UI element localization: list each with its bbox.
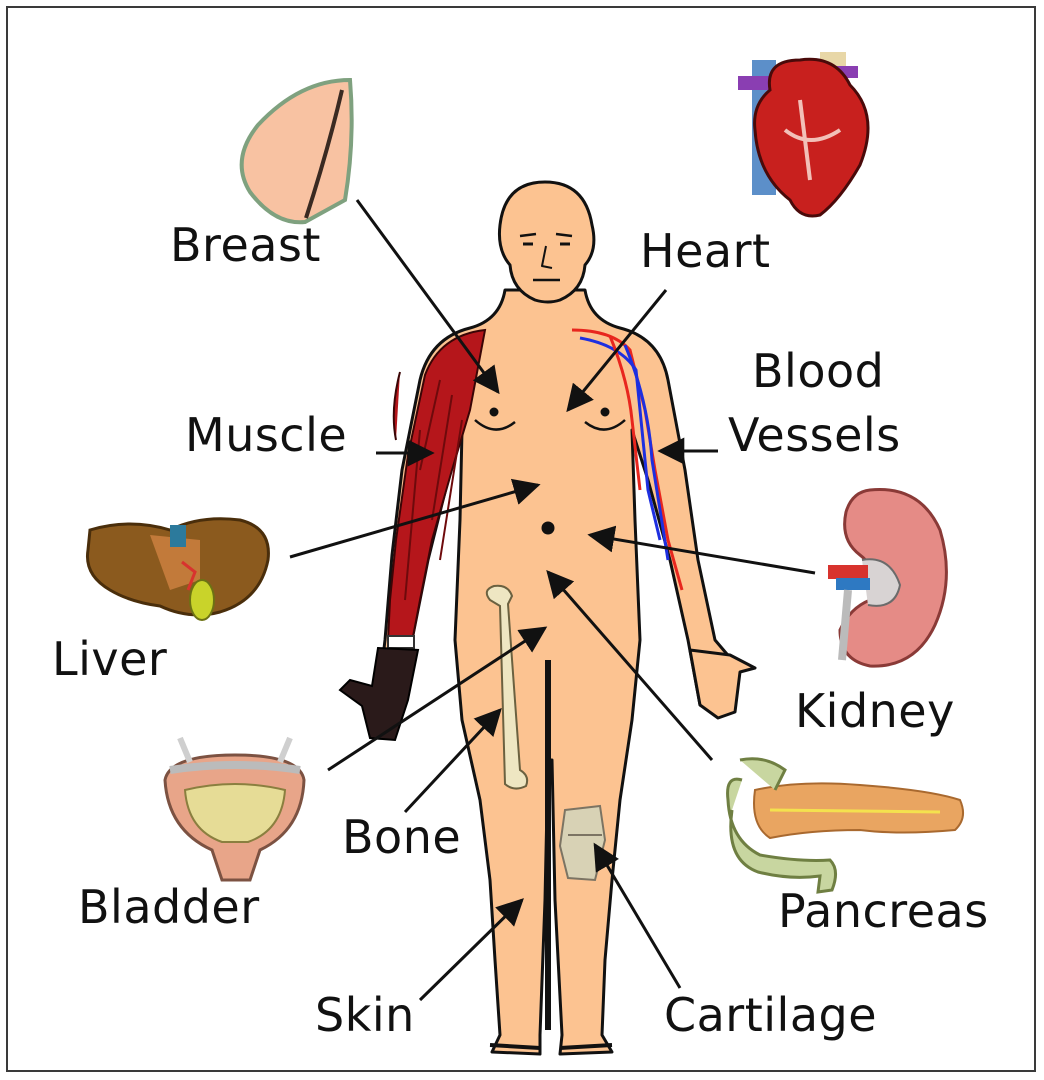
- hand-right: [690, 650, 755, 718]
- label-pancreas: Pancreas: [778, 888, 989, 934]
- label-liver: Liver: [52, 636, 167, 682]
- label-skin: Skin: [315, 992, 415, 1038]
- label-heart: Heart: [640, 228, 771, 274]
- head: [499, 182, 593, 302]
- label-bladder: Bladder: [78, 884, 260, 930]
- bladder-illustration: [165, 738, 304, 880]
- breast-illustration: [242, 80, 352, 222]
- pancreas-illustration: [728, 759, 963, 892]
- label-kidney: Kidney: [795, 688, 955, 734]
- liver-illustration: [87, 519, 268, 620]
- label-blood-vessels-line-2: Vessels: [728, 412, 901, 458]
- heart-illustration: [738, 52, 868, 216]
- label-blood-vessels-line-1: Blood: [752, 348, 884, 394]
- label-muscle: Muscle: [185, 412, 347, 458]
- human-body-figure: [378, 182, 755, 1054]
- label-bone: Bone: [342, 814, 461, 860]
- label-breast: Breast: [170, 222, 321, 268]
- kidney-illustration: [828, 490, 946, 667]
- label-cartilage: Cartilage: [664, 992, 877, 1038]
- hand-left: [340, 648, 418, 740]
- cartilage-overlay: [560, 806, 605, 880]
